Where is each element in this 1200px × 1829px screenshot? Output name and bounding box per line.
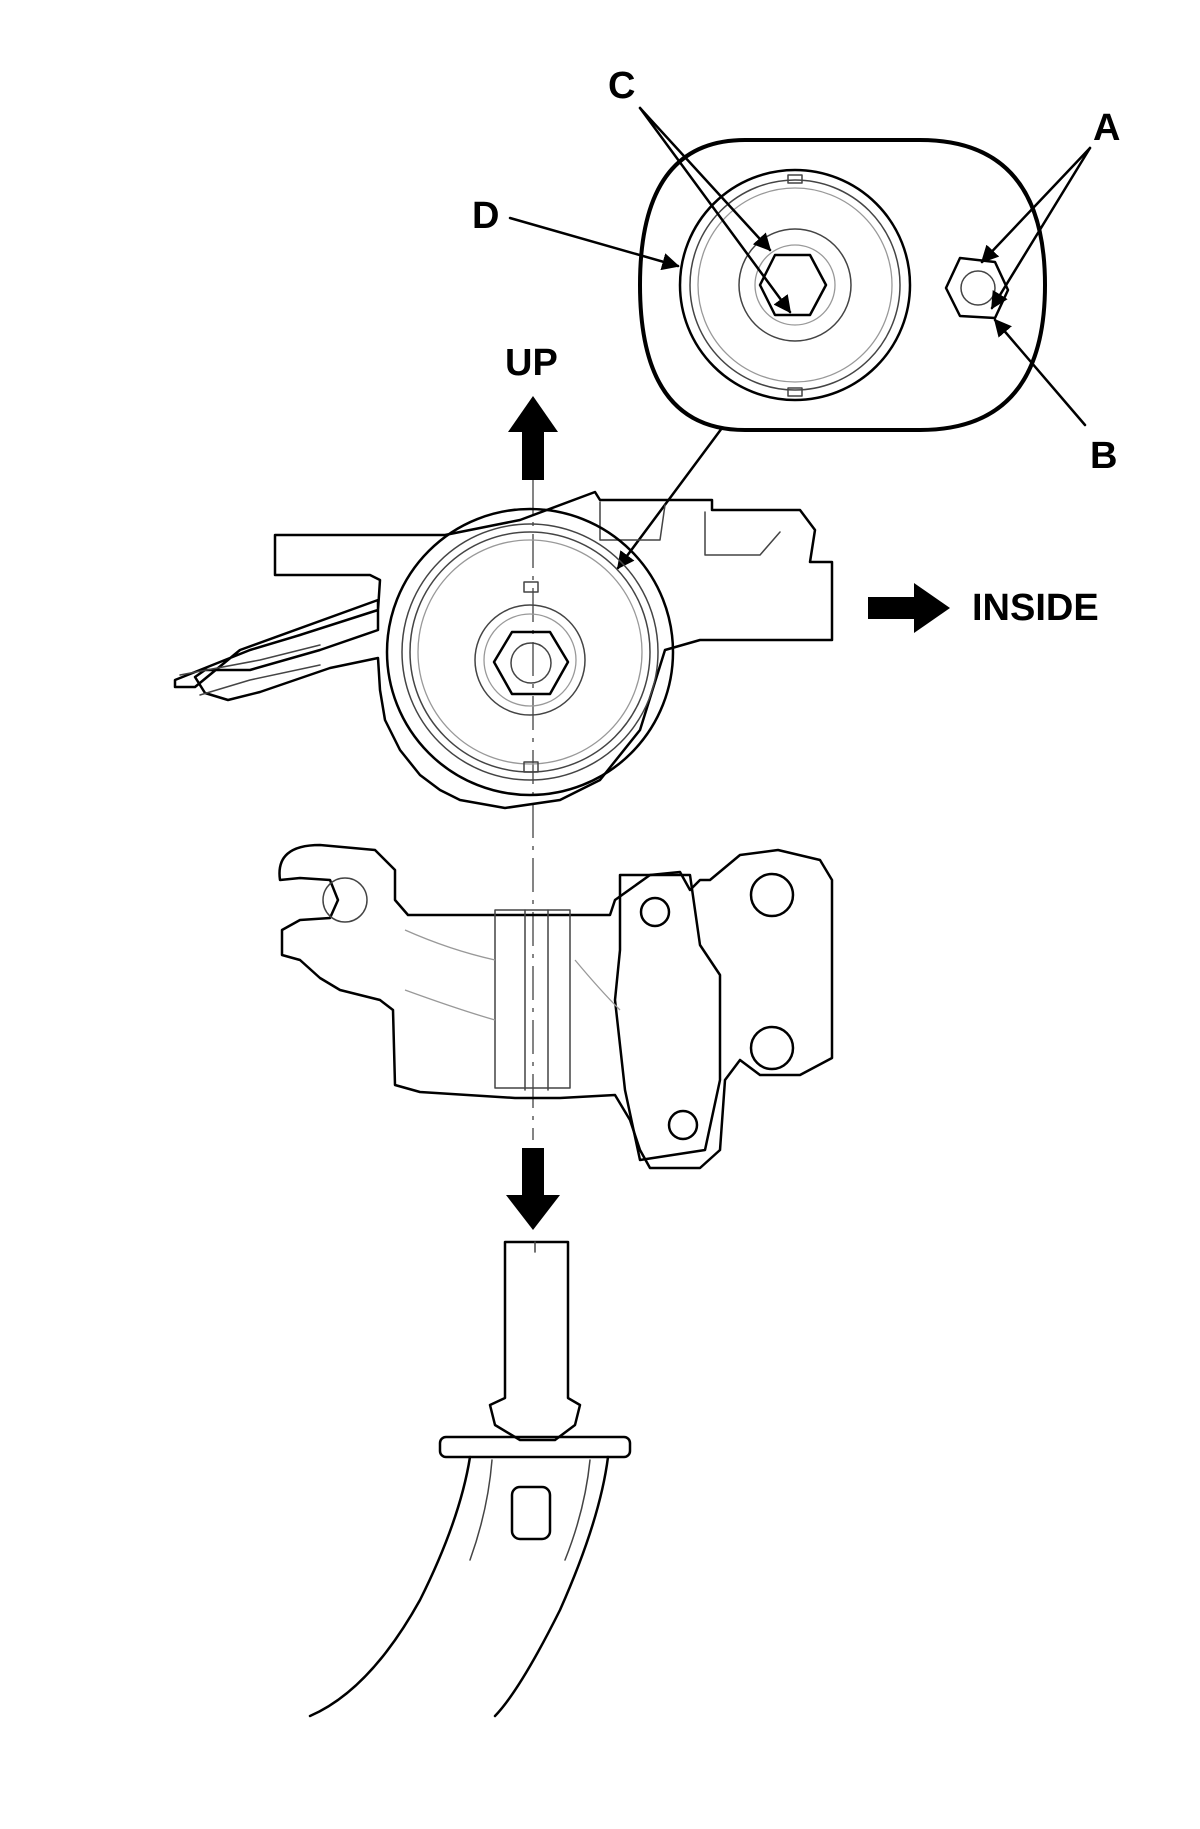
label-d: D [472, 195, 499, 237]
press-base-tool [308, 1240, 632, 1718]
alignment-nut-detail [944, 256, 1010, 320]
label-c: C [608, 65, 635, 107]
label-b: B [1090, 435, 1117, 477]
press-tool-assembly [278, 843, 834, 1170]
lower-arm-assembly [173, 490, 834, 810]
label-a: A [1093, 107, 1120, 149]
up-arrow [508, 396, 558, 480]
down-arrow [506, 1148, 560, 1230]
inside-arrow [868, 583, 950, 633]
label-inside: INSIDE [972, 587, 1099, 629]
bushing-face-detail [678, 168, 912, 402]
label-up: UP [505, 342, 558, 384]
detail-callout [616, 138, 1047, 570]
leader-lines [508, 106, 1092, 427]
